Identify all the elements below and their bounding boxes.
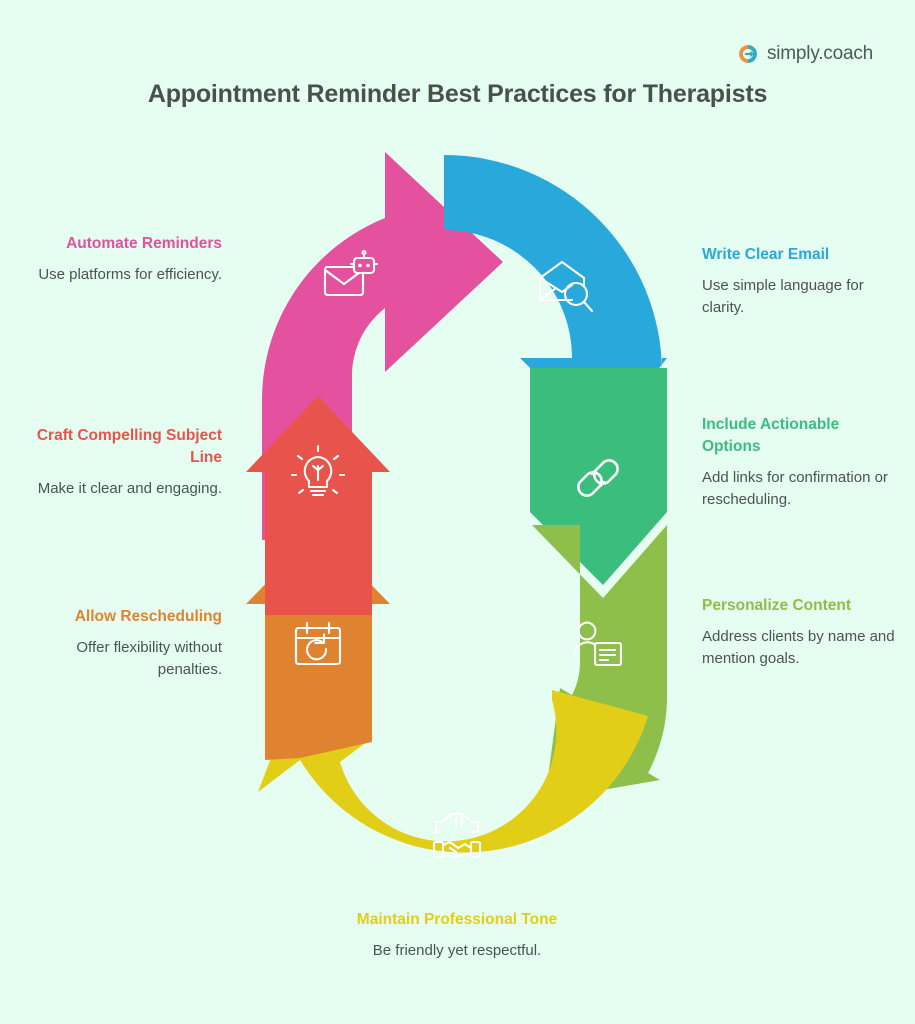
step-title: Craft Compelling Subject Line [36, 427, 222, 466]
step-caption-write-clear-email: Write Clear Email Use simple language fo… [702, 244, 902, 319]
step-title: Allow Rescheduling [74, 608, 222, 625]
page-title: Appointment Reminder Best Practices for … [147, 80, 768, 108]
step-caption-allow-rescheduling: Allow Rescheduling Offer flexibility wit… [22, 606, 222, 681]
step-body: Make it clear and engaging. [37, 480, 222, 497]
step-body: Add links for confirmation or rescheduli… [702, 469, 888, 508]
segment-allow-rescheduling [246, 530, 390, 760]
step-title: Automate Reminders [66, 235, 222, 252]
circular-arrow-logo-icon [737, 43, 759, 65]
segment-automate-reminders [261, 152, 503, 540]
step-body: Use simple language for clarity. [702, 277, 864, 316]
lightbulb-icon [290, 444, 346, 497]
step-body: Be friendly yet respectful. [372, 942, 542, 959]
segment-write-clear-email [444, 155, 667, 440]
person-card-icon [572, 621, 623, 667]
handshake-icon [432, 812, 482, 859]
step-caption-maintain-professional-tone: Maintain Professional Tone Be friendly y… [337, 909, 577, 962]
brand-name: simply.coach [766, 43, 873, 64]
segment-include-actionable-options [530, 368, 667, 585]
step-body: Offer flexibility without penalties. [76, 639, 222, 678]
step-body: Address clients by name and mention goal… [702, 628, 895, 667]
brand-logo-lockup: simply.coach [737, 43, 873, 65]
segment-craft-compelling-subject-line [246, 396, 390, 615]
envelope-search-icon [538, 260, 594, 313]
step-caption-craft-compelling-subject-line: Craft Compelling Subject Line Make it cl… [22, 425, 222, 500]
step-caption-automate-reminders: Automate Reminders Use platforms for eff… [22, 233, 222, 286]
step-body: Use platforms for efficiency. [38, 266, 222, 283]
step-caption-include-actionable-options: Include Actionable Options Add links for… [702, 414, 902, 511]
chain-link-icon [577, 459, 619, 497]
segment-maintain-professional-tone [258, 690, 648, 853]
step-title: Include Actionable Options [702, 416, 840, 455]
step-title: Write Clear Email [702, 246, 830, 263]
step-title: Personalize Content [702, 597, 851, 614]
step-caption-personalize-content: Personalize Content Address clients by n… [702, 595, 902, 670]
envelope-robot-icon [323, 250, 379, 297]
step-title: Maintain Professional Tone [356, 911, 558, 928]
calendar-refresh-icon [294, 621, 342, 666]
segment-personalize-content [532, 525, 667, 800]
